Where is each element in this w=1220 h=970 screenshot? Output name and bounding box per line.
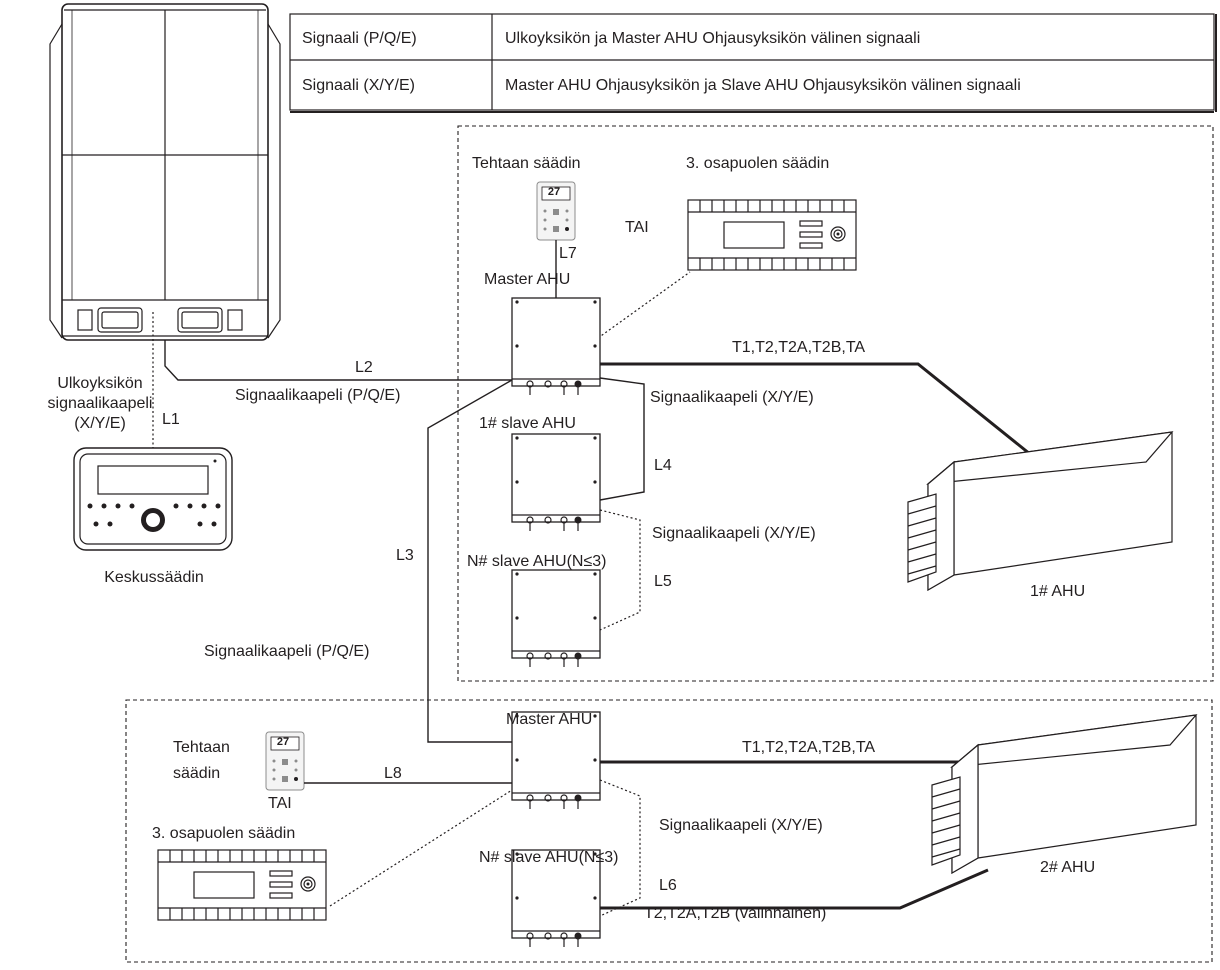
label-slaveN-ahu-bottom: N# slave AHU(N≤3) xyxy=(479,849,618,866)
slaveN-ahu-top-box xyxy=(511,569,601,668)
legend-desc-xye: Master AHU Ohjausyksikön ja Slave AHU Oh… xyxy=(505,77,1021,94)
label-outdoor-cable-1: Ulkoyksikön xyxy=(57,375,142,392)
label-third-party-bottom: 3. osapuolen säädin xyxy=(152,825,295,842)
cable-l5 xyxy=(599,509,641,631)
label-outdoor-cable-3: (X/Y/E) xyxy=(74,415,126,432)
label-l5: L5 xyxy=(654,573,672,590)
label-l4: L4 xyxy=(654,457,672,474)
cable-l6 xyxy=(599,779,641,917)
label-or-top: TAI xyxy=(625,219,649,236)
display-temp-bottom: 27 xyxy=(277,736,289,748)
cable-l3 xyxy=(427,379,513,743)
legend-key-pqe: Signaali (P/Q/E) xyxy=(302,30,417,47)
ahu-1-unit xyxy=(907,431,1173,591)
label-ahu-2: 2# AHU xyxy=(1040,859,1095,876)
label-slaveN-ahu-top: N# slave AHU(N≤3) xyxy=(467,553,606,570)
label-l8: L8 xyxy=(384,765,402,782)
central-controller xyxy=(73,447,233,551)
group-box-bottom xyxy=(125,699,1213,963)
label-factory-controller-bottom-1: Tehtaan xyxy=(173,739,230,756)
group-box-top xyxy=(457,125,1214,682)
cable-l4 xyxy=(599,377,645,501)
outdoor-unit xyxy=(49,3,281,341)
label-master-ahu-bottom: Master AHU xyxy=(506,711,592,728)
label-master-ahu-top: Master AHU xyxy=(484,271,570,288)
sensor-cable-top xyxy=(600,362,1031,456)
label-slave1-ahu: 1# slave AHU xyxy=(479,415,576,432)
legend-key-xye: Signaali (X/Y/E) xyxy=(302,77,415,94)
label-sensors-bottom: T1,T2,T2A,T2B,TA xyxy=(742,739,875,756)
master-ahu-top-box xyxy=(511,297,601,396)
legend-desc-pqe: Ulkoyksikön ja Master AHU Ohjausyksikön … xyxy=(505,30,920,47)
label-third-party-top: 3. osapuolen säädin xyxy=(686,155,829,172)
label-l1: L1 xyxy=(162,411,180,428)
label-sensors-top: T1,T2,T2A,T2B,TA xyxy=(732,339,865,356)
cable-l2 xyxy=(164,340,512,381)
label-factory-controller-top: Tehtaan säädin xyxy=(472,155,581,172)
label-factory-controller-bottom-2: säädin xyxy=(173,765,220,782)
label-signal-cable-pqe-top: Signaalikaapeli (P/Q/E) xyxy=(235,387,400,404)
label-l2: L2 xyxy=(355,359,373,376)
legend-table: Signaali (P/Q/E) Ulkoyksikön ja Master A… xyxy=(289,13,1217,113)
sensor-cable-optional xyxy=(600,868,989,910)
third-party-controller-top xyxy=(687,199,857,271)
label-signal-cable-xye-3: Signaalikaapeli (X/Y/E) xyxy=(659,817,823,834)
label-signal-cable-pqe-left: Signaalikaapeli (P/Q/E) xyxy=(204,643,369,660)
link-third-party-bottom xyxy=(329,789,513,907)
label-or-bottom: TAI xyxy=(268,795,292,812)
label-l7: L7 xyxy=(559,245,577,262)
label-ahu-1: 1# AHU xyxy=(1030,583,1085,600)
slave1-ahu-box xyxy=(511,433,601,532)
label-signal-cable-xye-2: Signaalikaapeli (X/Y/E) xyxy=(652,525,816,542)
label-sensors-optional: T2,T2A,T2B (valinnainen) xyxy=(644,905,826,922)
ahu-2-unit xyxy=(931,714,1197,874)
label-outdoor-cable-2: signaalikaapeli xyxy=(48,395,153,412)
label-l6: L6 xyxy=(659,877,677,894)
label-central-controller: Keskussäädin xyxy=(104,569,204,586)
label-l3: L3 xyxy=(396,547,414,564)
label-signal-cable-xye-1: Signaalikaapeli (X/Y/E) xyxy=(650,389,814,406)
link-third-party-top xyxy=(597,271,691,339)
display-temp-top: 27 xyxy=(548,186,560,198)
third-party-controller-bottom xyxy=(157,849,327,921)
